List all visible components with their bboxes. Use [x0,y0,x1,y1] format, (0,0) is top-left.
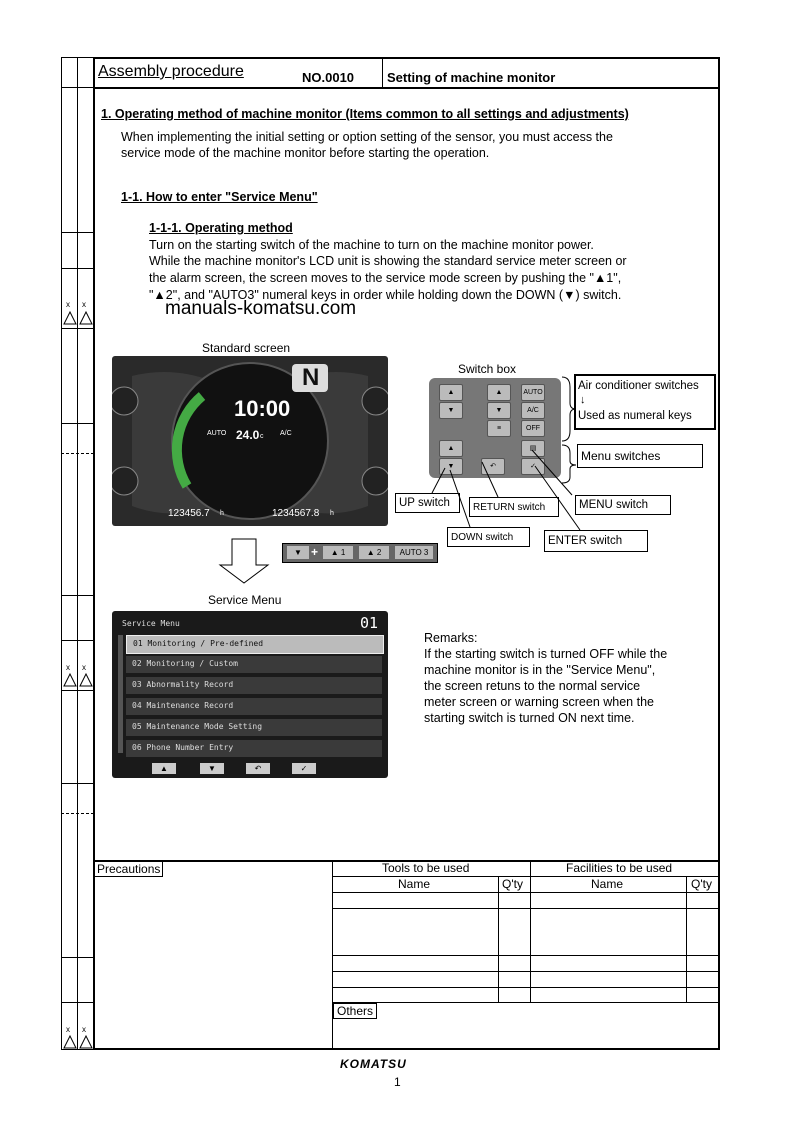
seq-key-3: AUTO 3 [395,546,433,559]
body-text: service mode of the machine monitor befo… [121,146,490,160]
return-switch-callout: RETURN switch [469,497,559,517]
procedure-subject: Setting of machine monitor [387,70,556,85]
list-item[interactable]: 03 Abnormality Record [126,677,382,694]
remarks-text: If the starting switch is turned OFF whi… [424,647,668,661]
page-number: 1 [394,1075,401,1089]
gear-indicator: N [302,364,320,391]
watermark: manuals-komatsu.com [165,298,357,319]
subsubsection-heading: 1-1-1. Operating method [149,221,293,235]
key-7[interactable]: ≡ [487,420,511,437]
facilities-qty-header: Q'ty [691,877,712,891]
switch-box: ▲ ▲ AUTO ▼ ▼ A/C ≡ OFF ▲ ▼ ↶ ▤ ✓ [429,378,561,478]
menu-switches-callout: Menu switches [577,444,703,468]
hourmeter-right: 1234567.8 [272,508,320,519]
service-menu-screen: Service Menu 01 01 Monitoring / Pre-defi… [112,611,388,778]
remarks-title: Remarks: [424,631,478,645]
service-menu-page: 01 [360,614,379,632]
precautions-label: Precautions [94,861,164,877]
figure-label: Standard screen [202,341,291,355]
air-conditioner-callout: Air conditioner switches ↓ Used as numer… [574,374,716,430]
rev-mark: x [82,663,86,672]
down-switch[interactable]: ▼ [439,458,463,475]
list-item[interactable]: 04 Maintenance Record [126,698,382,715]
auto-label: AUTO [207,430,227,437]
clock-display: 10:00 [234,396,291,421]
facilities-header: Facilities to be used [566,861,673,875]
key-auto-3[interactable]: AUTO [521,384,545,401]
body-text: the alarm screen, the screen moves to th… [149,271,622,285]
rev-mark: x [66,300,70,309]
facilities-name-header: Name [591,877,624,891]
body-text: Turn on the starting switch of the machi… [149,238,594,252]
rev-mark: x [82,300,86,309]
brace-icon [561,376,577,484]
body-text: When implementing the initial setting or… [121,130,613,144]
return-switch[interactable]: ↶ [481,458,505,475]
revision-divider [77,57,78,1050]
enter-switch-callout: ENTER switch [544,530,648,552]
down-switch-callout: DOWN switch [447,527,530,547]
hourmeter-left: 123456.7 [168,508,210,519]
key-off-8[interactable]: OFF [521,420,545,437]
revision-triangle-icon [63,1034,93,1049]
komatsu-logo: KOMATSU [340,1057,407,1071]
temperature: 24.0 [236,428,260,442]
scrollbar[interactable] [118,635,123,753]
remarks-text: meter screen or warning screen when the [424,695,654,709]
up-switch-callout: UP switch [395,493,460,513]
seq-key-1: ▲ 1 [323,546,353,559]
down-arrow-icon [218,538,270,584]
list-item[interactable]: 05 Maintenance Mode Setting [126,719,382,736]
figure-label: Switch box [458,362,517,376]
menu-switch[interactable]: ▤ [521,440,545,457]
standard-screen: N 10:00 AUTO 24.0 c A/C 123456.7 h 12345… [112,356,388,526]
remarks-text: machine monitor is in the "Service Menu"… [424,663,656,677]
up-switch[interactable]: ▲ [439,440,463,457]
hourmeter-unit: h [330,510,334,517]
figure-label: Service Menu [208,593,282,607]
footer-down-button[interactable]: ▼ [200,763,224,774]
remarks-text: the screen retuns to the normal service [424,679,641,693]
revision-triangle-icon [63,310,93,325]
enter-switch[interactable]: ✓ [521,458,545,475]
tools-header: Tools to be used [382,861,470,875]
rev-mark: x [66,1025,70,1034]
rev-mark: x [66,663,70,672]
others-label: Others [333,1003,378,1019]
temperature-unit: c [260,433,264,440]
footer-up-button[interactable]: ▲ [152,763,176,774]
page-frame [93,57,720,1050]
key-sequence: ▼ + ▲ 1 ▲ 2 AUTO 3 [282,543,438,563]
down-key: ▼ [287,546,309,559]
list-item[interactable]: 01 Monitoring / Pre-defined [126,635,384,654]
section-heading: 1. Operating method of machine monitor (… [101,107,629,121]
procedure-number: NO.0010 [302,70,355,85]
service-menu-title: Service Menu [122,619,180,628]
key-down-5[interactable]: ▼ [487,402,511,419]
list-item[interactable]: 06 Phone Number Entry [126,740,382,757]
rev-mark: x [82,1025,86,1034]
page-title: Assembly procedure [98,63,244,80]
seq-key-2: ▲ 2 [359,546,389,559]
tools-name-header: Name [398,877,431,891]
key-down-4[interactable]: ▼ [439,402,463,419]
tools-qty-header: Q'ty [502,877,523,891]
revision-triangle-icon [63,672,93,687]
subsection-heading: 1-1. How to enter "Service Menu" [121,190,318,204]
menu-switch-callout: MENU switch [575,495,671,515]
list-item[interactable]: 02 Monitoring / Custom [126,656,382,673]
body-text: While the machine monitor's LCD unit is … [149,254,627,268]
ac-label: A/C [280,430,292,437]
footer-enter-button[interactable]: ✓ [292,763,316,774]
remarks-text: starting switch is turned ON next time. [424,711,635,725]
key-up-2[interactable]: ▲ [487,384,511,401]
body-text: "▲2", and "AUTO3" numeral keys in order … [149,288,622,302]
footer-return-button[interactable]: ↶ [246,763,270,774]
key-up-1[interactable]: ▲ [439,384,463,401]
hourmeter-unit: h [220,510,224,517]
key-ac-6[interactable]: A/C [521,402,545,419]
callout-leaders [431,449,581,531]
